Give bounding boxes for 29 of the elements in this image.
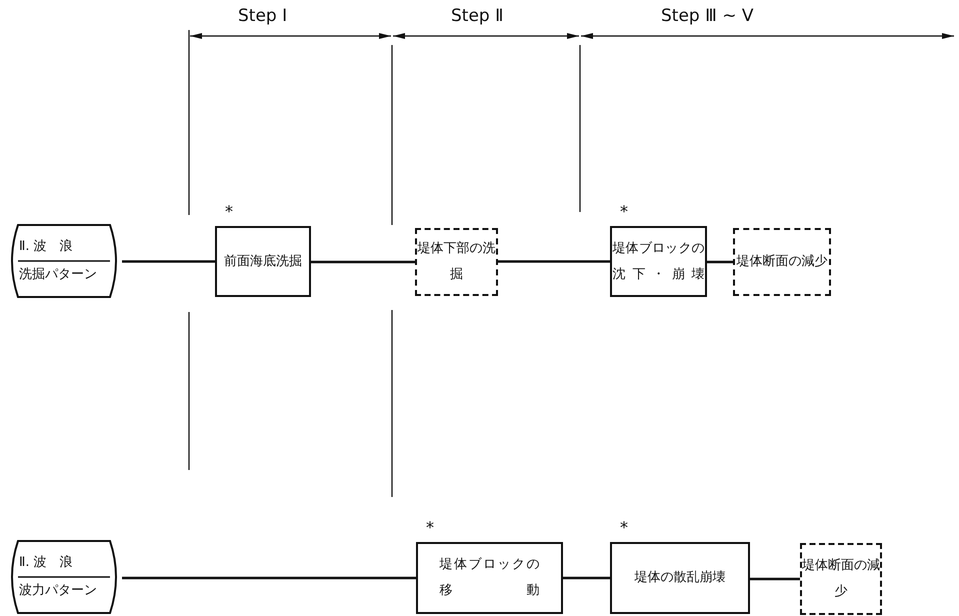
connector-line: [498, 260, 610, 263]
asterisk-note: *: [225, 204, 233, 220]
node-text: 堤体ブロックの移動: [440, 556, 540, 600]
heading-text: Ⅱ. 波 浪: [19, 554, 74, 572]
asterisk-note: *: [620, 204, 628, 220]
process-box: [610, 226, 707, 297]
body-text: 波力パターン: [19, 582, 98, 600]
connector-line: [707, 260, 733, 264]
asterisk-note: *: [620, 520, 628, 536]
node-text: 堤体断面の減少: [802, 557, 880, 601]
process-box: [215, 226, 311, 297]
connector-line: [122, 260, 215, 263]
process-box: [610, 542, 750, 614]
connector-line: [311, 260, 415, 264]
node-text: 堤体の散乱崩壊: [634, 569, 726, 587]
node-text: 堤体断面の減少: [736, 253, 828, 271]
heading-text: Ⅱ. 波 浪: [19, 238, 74, 256]
connector-line: [122, 576, 416, 580]
body-text: 洗掘パターン: [19, 266, 98, 284]
asterisk-note: *: [426, 520, 434, 536]
dashed-process-box: [800, 543, 882, 615]
node-text: 前面海底洗掘: [224, 252, 302, 270]
connector-line: [750, 578, 800, 580]
dashed-process-box: [415, 228, 498, 296]
process-box: [416, 542, 563, 614]
node-text: 堤体下部の洗掘: [417, 240, 496, 284]
connector-line: [563, 576, 610, 580]
node-text: 堤体ブロックの沈下・崩壊: [612, 240, 704, 284]
dashed-process-box: [733, 228, 831, 296]
